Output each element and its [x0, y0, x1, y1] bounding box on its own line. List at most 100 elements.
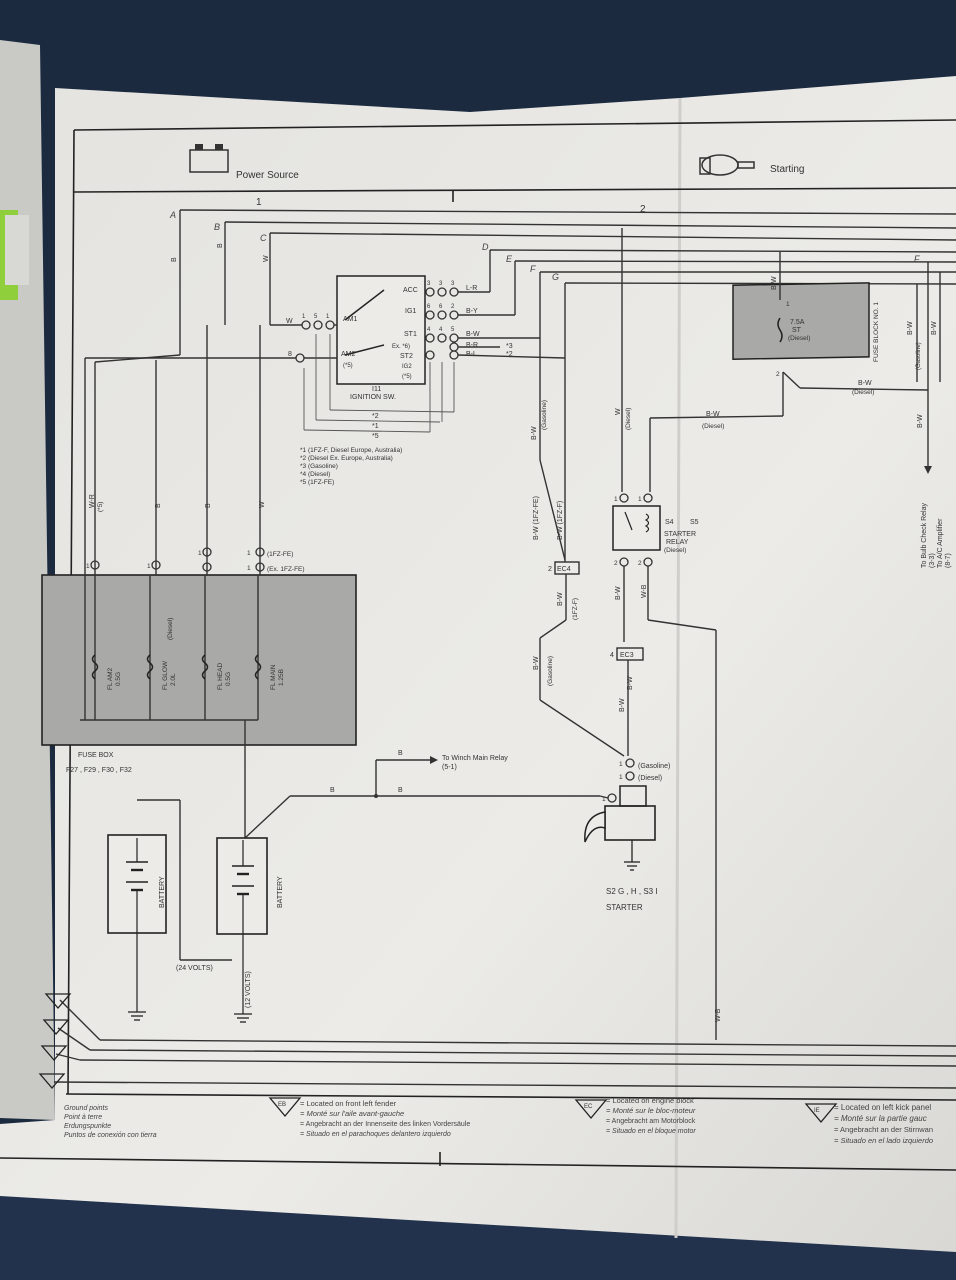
starter-relay: 1 1 2 2 [612, 493, 661, 567]
ground-ie-line-3: = Angebracht an der Stirnwan [834, 1125, 933, 1134]
fb-wire-b-top: B [171, 257, 178, 262]
ground-ie-icon [804, 1103, 838, 1124]
wire-letter-e: E [506, 254, 513, 264]
fb-pin-note-2: (Ex. 1FZ-FE) [267, 566, 305, 573]
ground-ie-line-2: = Monté sur la partie gauc [834, 1114, 927, 1123]
ign-term-st2: ST2 [400, 353, 413, 360]
ign-pin-5b: 5 [314, 314, 318, 320]
fuse-cond: (Diesel) [167, 618, 174, 640]
ign-pin-8: 8 [288, 351, 292, 358]
relay-pin-2a: 2 [614, 560, 618, 567]
ec3-label: EC3 [620, 652, 634, 659]
battery-header-icon [189, 144, 229, 173]
fb-in-wire: B-W [771, 276, 778, 290]
ign-out-br: B-R [466, 342, 478, 349]
star-mark-5: *5 [372, 433, 379, 440]
relay-out-wb: W-B [641, 584, 648, 598]
ignition-title: IGNITION SW. [350, 394, 396, 401]
ground-ec-line-3: = Angebracht am Motorblock [606, 1118, 696, 1125]
ign-out-bl: B-L [466, 351, 477, 358]
ground-wb: W-B [715, 1008, 722, 1022]
wire-letter-a: A [169, 210, 176, 220]
wire-letter-f2: F [914, 254, 920, 264]
relay-pin-1a: 1 [614, 496, 618, 503]
starting-title: Starting [770, 164, 804, 175]
ign-term-am2: AM2 [341, 351, 356, 358]
rs-ac: To A/C Amplifier [937, 518, 944, 568]
ground-ec-line-1: = Located on engine block [606, 1096, 694, 1105]
ign-term-st1: ST1 [404, 331, 417, 338]
relay-title2: RELAY [666, 539, 689, 546]
ign-note-4: *4 (Diesel) [300, 471, 330, 478]
fb-pin-e: 1 [247, 565, 251, 572]
winch-ref: (5-1) [442, 764, 457, 771]
column-1-label: 1 [256, 197, 262, 208]
ign-pin-6b: 6 [439, 304, 443, 310]
fb-wire-w-top: W [263, 255, 270, 262]
ign-out-lr: L-R [466, 285, 477, 292]
bw-gas2-c: (Gasoline) [547, 656, 554, 686]
ign-note-3: *3 (Gasoline) [300, 463, 338, 470]
rs-w1: B-W [907, 321, 914, 335]
starter-header-icon [699, 154, 755, 176]
fb-pin-b: 1 [147, 563, 151, 570]
ec4-connector [554, 561, 580, 575]
wire-letter-f: F [530, 264, 536, 274]
relay-in-wire: B-W [706, 411, 720, 418]
fuse-amp-1: 0.5G [115, 672, 122, 686]
rs-w1c: (Gasoline) [916, 342, 922, 370]
ground-bus [38, 993, 956, 1089]
fuse-amp-3: 0.5G [225, 672, 232, 686]
ground-eb-line-1: = Located on front left fender [300, 1099, 397, 1108]
relay-title: STARTER [664, 531, 696, 538]
ign-note-5: *5 (1FZ-FE) [300, 479, 334, 486]
wire-letter-g: G [552, 272, 559, 282]
starter-pin-t: 1 [602, 796, 606, 803]
battery-24v [107, 834, 167, 1021]
relay-cond: (Diesel) [664, 547, 686, 554]
winch-w3: B [398, 787, 403, 794]
ground-eb-line-4: = Situado en el parachoques delantero iz… [300, 1131, 451, 1138]
rs-ac-ref: (8-7) [945, 553, 952, 568]
fb-pin-note-1: (1FZ-FE) [267, 551, 293, 558]
ign-term-5: (*5) [402, 374, 412, 380]
fb-wire-r-top: B [217, 243, 224, 248]
header-top-line [73, 119, 956, 131]
fb-cond: (Diesel) [788, 335, 810, 342]
bw-1fzfe: B-W (1FZ-FE) [533, 496, 540, 540]
fb-wire-b1: B [155, 503, 162, 508]
fb-pin-d: 1 [247, 550, 251, 557]
ec3-connector [616, 647, 644, 661]
fusible-links [91, 654, 262, 680]
ign-pin-2a: 2 [451, 304, 455, 310]
ign-pin-1b: 1 [326, 314, 330, 320]
ignition-notes: *1 (1FZ-F, Diesel Europe, Australia) *2 … [300, 447, 402, 486]
ign-pin-1a: 1 [302, 314, 306, 320]
bw-mid-c: (1FZ-F) [572, 598, 579, 620]
relay-pin-1b: 1 [638, 496, 642, 503]
star-mark-2: *2 [372, 413, 379, 420]
ign-term-ex: Ex. *6) [392, 344, 410, 350]
fuse-block-no1: 7.5A ST (Diesel) FUSE BLOCK NO. 1 1 2 [732, 282, 880, 378]
fuse-amp-2: 2.0L [170, 673, 177, 686]
fuse-box-title: FUSE BOX [78, 752, 114, 759]
ground-eb-icon [268, 1097, 302, 1118]
fuse-amp-4: 1.25B [278, 669, 285, 686]
ign-star-3: *3 [506, 343, 513, 350]
fuse-box-pins [90, 547, 265, 572]
ground-title-2: Point à terre [64, 1114, 102, 1121]
relay-pin-2b: 2 [638, 560, 642, 567]
fb-pin-2: 2 [776, 371, 780, 378]
winch-label: To Winch Main Relay [442, 755, 508, 762]
ign-pin-3a: 3 [427, 281, 431, 287]
ground-ec-line-4: = Situado en el bloque motor [606, 1128, 696, 1135]
fb-wire-b2: B [205, 503, 212, 508]
rs-w2: B-W [931, 321, 938, 335]
bw-gas2: B-W [533, 656, 540, 670]
starter-gas: (Gasoline) [638, 763, 670, 770]
fuse-box-wires [80, 325, 261, 838]
relay-in-cond: (Diesel) [702, 423, 724, 430]
starter-title: STARTER [606, 903, 643, 912]
fb-wire-w: W [259, 501, 266, 508]
